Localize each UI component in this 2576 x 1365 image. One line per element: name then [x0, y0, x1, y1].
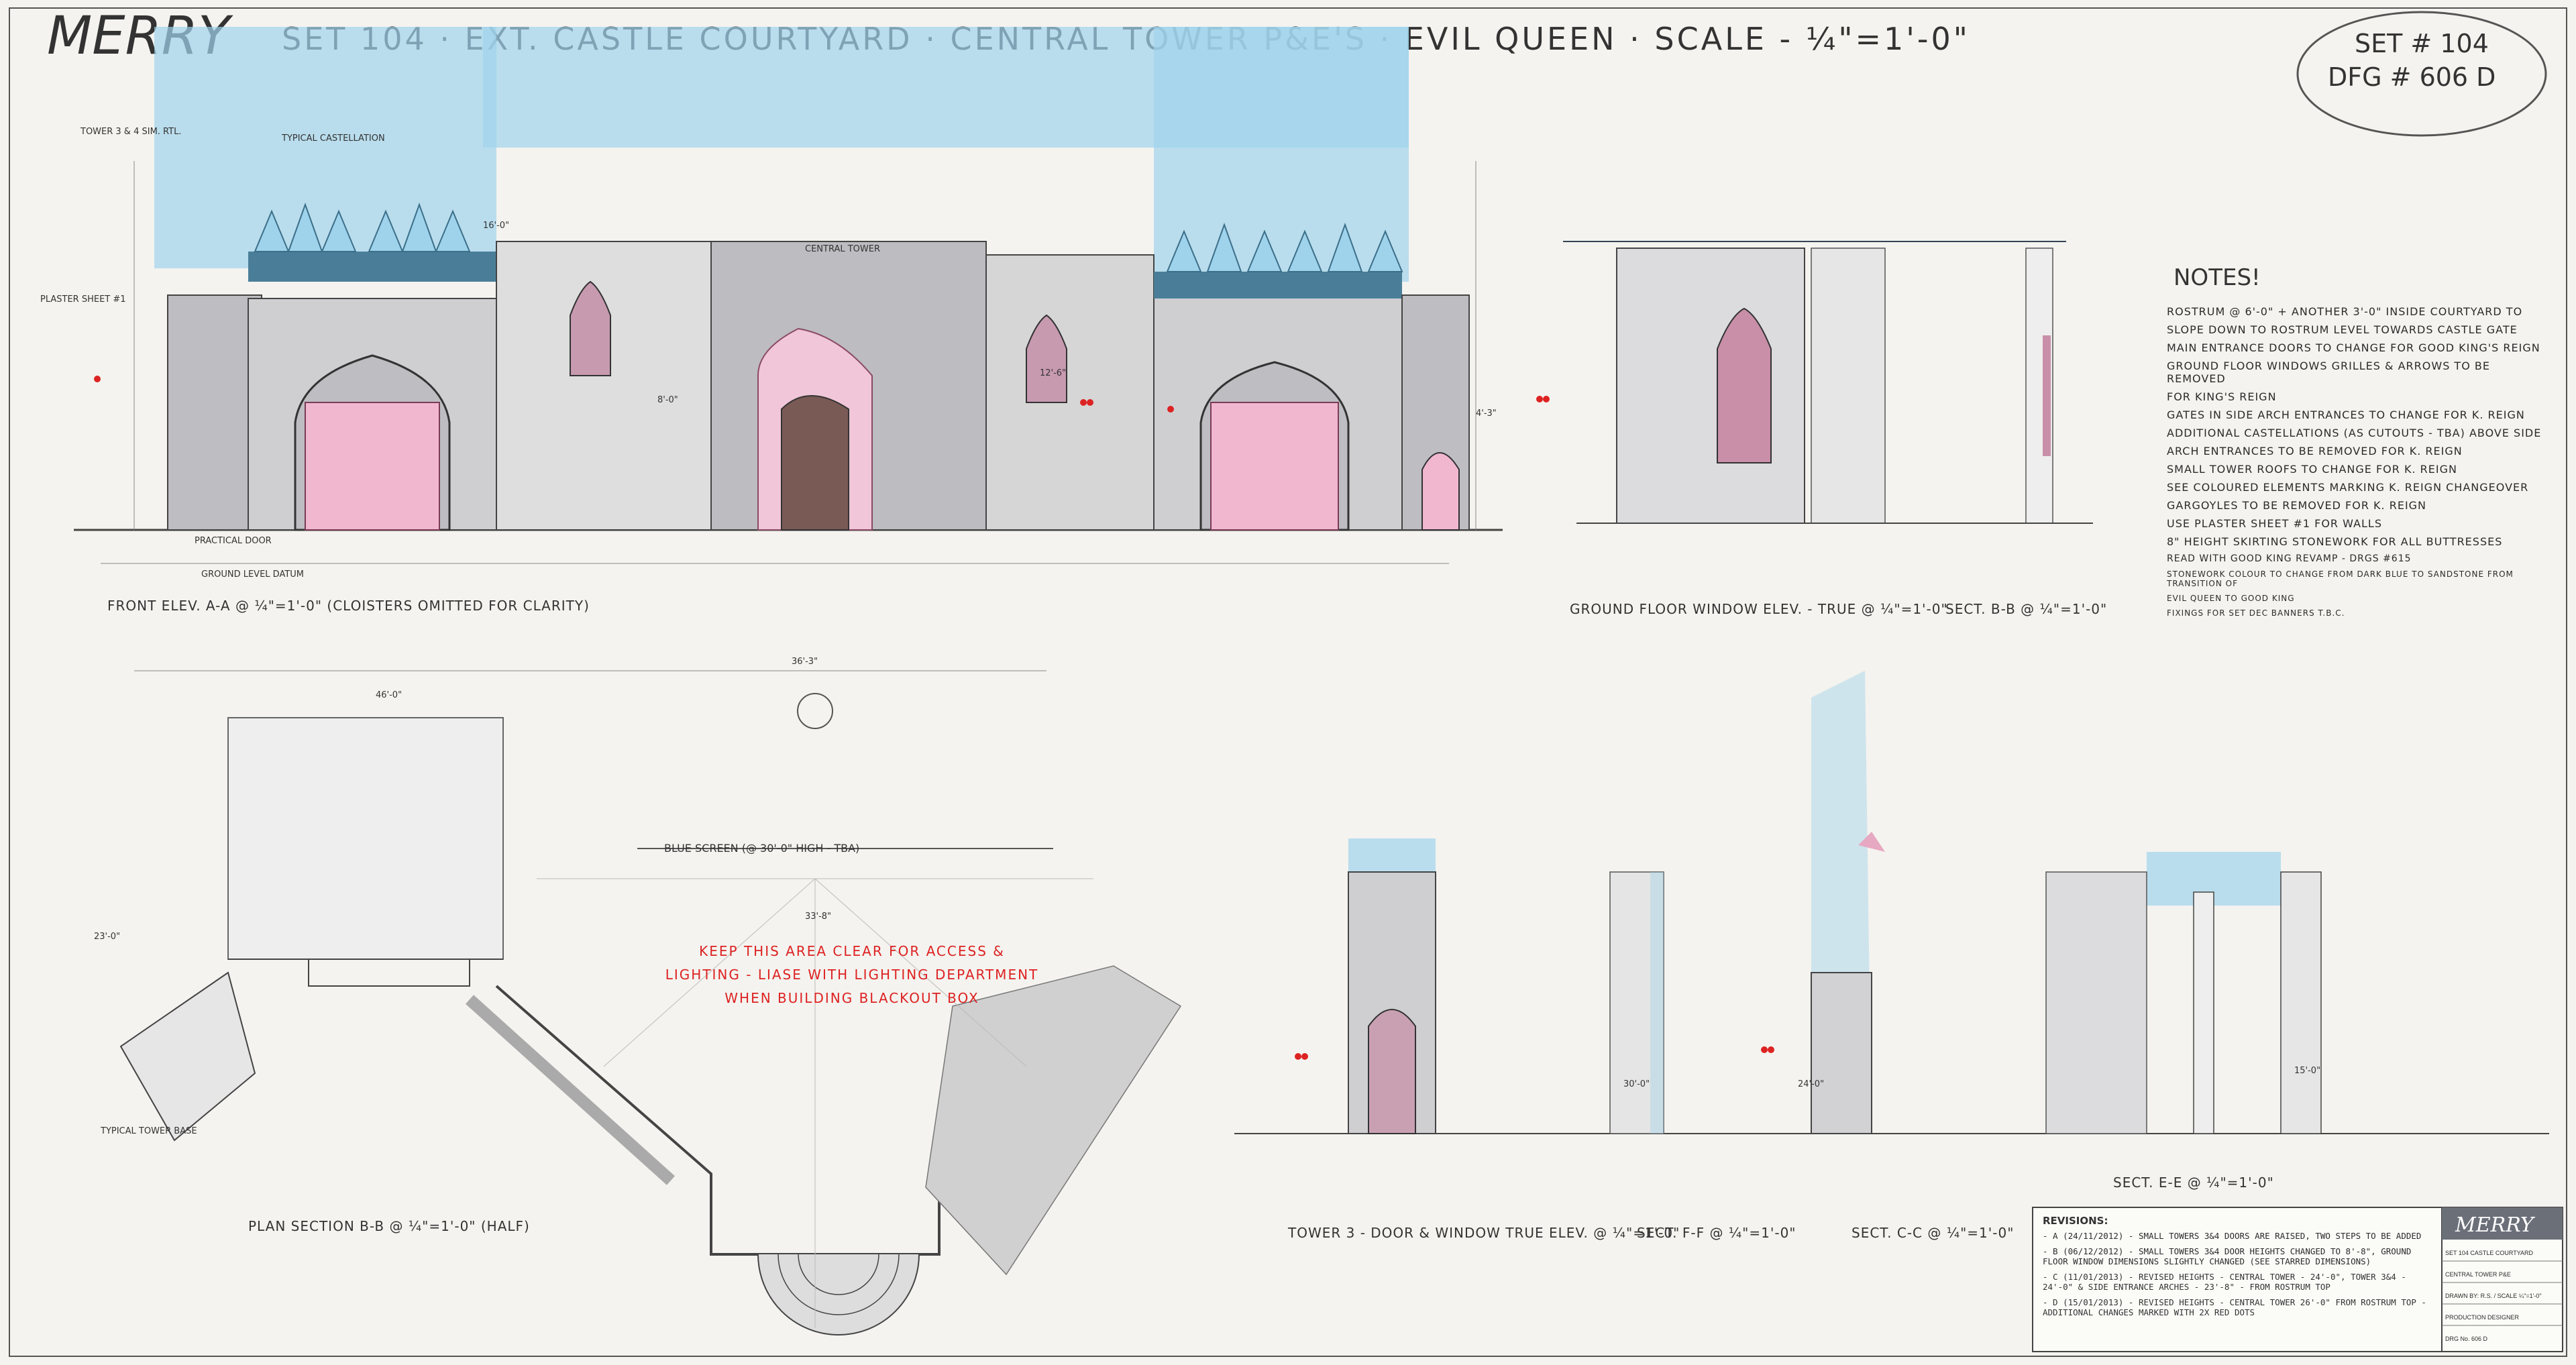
revisions-heading: REVISIONS: — [2043, 1215, 2108, 1227]
note-line: SEE COLOURED ELEMENTS MARKING K. REIGN C… — [2167, 481, 2529, 494]
dim-2: 36'-3" — [792, 657, 818, 667]
dim-5: 12'-6" — [1040, 368, 1066, 378]
front-elevation — [74, 161, 1503, 564]
revision-item: - D (15/01/2013) - REVISED HEIGHTS - CEN… — [2043, 1297, 2426, 1317]
note-line: EVIL QUEEN TO GOOD KING — [2167, 594, 2295, 603]
red-notice: KEEP THIS AREA CLEAR FOR ACCESS & LIGHTI… — [665, 943, 1039, 1006]
front-elev-label: FRONT ELEV. A-A @ ¼"=1'-0" (CLOISTERS OM… — [107, 598, 590, 614]
red-notice-line-3: WHEN BUILDING BLACKOUT BOX — [724, 990, 979, 1006]
callout-practical-door: PRACTICAL DOOR — [195, 536, 272, 546]
note-line: ADDITIONAL CASTELLATIONS (AS CUTOUTS - T… — [2167, 427, 2542, 439]
note-line: MAIN ENTRANCE DOORS TO CHANGE FOR GOOD K… — [2167, 341, 2540, 354]
title-box-row: DRAWN BY: R.S. / SCALE ¼"=1'-0" — [2445, 1293, 2542, 1299]
sect-cc-label: SECT. C-C @ ¼"=1'-0" — [1851, 1225, 2014, 1241]
tower-true-label: TOWER 3 - DOOR & WINDOW TRUE ELEV. @ ¼"=… — [1287, 1225, 1680, 1241]
revisions-box: REVISIONS: — [2032, 1207, 2443, 1352]
plan-section — [119, 670, 1182, 1335]
dim-1: 46'-0" — [376, 690, 402, 700]
notes-heading: NOTES! — [2174, 264, 2261, 291]
note-line: FOR KING'S REIGN — [2167, 390, 2277, 403]
note-line: SMALL TOWER ROOFS TO CHANGE FOR K. REIGN — [2167, 463, 2457, 476]
set-number: SET # 104 — [2355, 29, 2489, 58]
window-elev-label: GROUND FLOOR WINDOW ELEV. - TRUE @ ¼"=1'… — [1570, 601, 1948, 617]
callout-typical-castellation: TYPICAL CASTELLATION — [281, 133, 385, 144]
dim-4: 16'-0" — [483, 221, 509, 231]
title-box-row: CENTRAL TOWER P&E — [2445, 1271, 2511, 1278]
note-line: SLOPE DOWN TO ROSTRUM LEVEL TOWARDS CAST… — [2167, 323, 2518, 336]
dim-8: 15'-0" — [2294, 1066, 2320, 1076]
drawing-number: DFG # 606 D — [2328, 62, 2496, 92]
red-dots-elev — [94, 376, 1550, 413]
title-box-rows: SET 104 CASTLE COURTYARD CENTRAL TOWER P… — [2445, 1242, 2561, 1350]
note-line: GARGOYLES TO BE REMOVED FOR K. REIGN — [2167, 499, 2427, 512]
set-stamp-ring — [2296, 11, 2547, 137]
sect-bb-label: SECT. B-B @ ¼"=1'-0" — [1945, 601, 2107, 617]
note-line: GATES IN SIDE ARCH ENTRANCES TO CHANGE F… — [2167, 408, 2525, 421]
blue-screen-left — [154, 27, 496, 268]
dim-10: 30'-0" — [1623, 1079, 1650, 1089]
title-box-logo: MERRY — [2455, 1213, 2536, 1237]
title-box-row: SET 104 CASTLE COURTYARD — [2445, 1250, 2534, 1256]
callout-tower-34: TOWER 3 & 4 SIM. RTL. — [80, 127, 181, 137]
dim-6: 8'-0" — [657, 395, 678, 405]
dim-7: 4'-3" — [1476, 408, 1497, 419]
title-box-row: PRODUCTION DESIGNER — [2445, 1314, 2520, 1321]
red-notice-line-1: KEEP THIS AREA CLEAR FOR ACCESS & — [699, 943, 1005, 959]
plan-label: PLAN SECTION B-B @ ¼"=1'-0" (HALF) — [248, 1218, 530, 1234]
dim-9: 24'-0" — [1798, 1079, 1824, 1089]
window-elevation — [1563, 241, 2093, 524]
sheet-border — [9, 7, 2567, 1357]
notes-panel: NOTES! — [2174, 264, 2261, 291]
notes-list: ROSTRUM @ 6'-0" + ANOTHER 3'-0" INSIDE C… — [2167, 305, 2542, 623]
revision-item: - A (24/11/2012) - SMALL TOWERS 3&4 DOOR… — [2043, 1231, 2422, 1241]
revision-item: - C (11/01/2013) - REVISED HEIGHTS - CEN… — [2043, 1272, 2406, 1292]
revisions-list: - A (24/11/2012) - SMALL TOWERS 3&4 DOOR… — [2043, 1231, 2435, 1323]
callout-plaster-sheet: PLASTER SHEET #1 — [40, 294, 126, 305]
sect-ff-label: SECT. F-F @ ¼"=1'-0" — [1637, 1225, 1796, 1241]
note-line: STONEWORK COLOUR TO CHANGE FROM DARK BLU… — [2167, 569, 2514, 588]
note-line: ROSTRUM @ 6'-0" + ANOTHER 3'-0" INSIDE C… — [2167, 305, 2523, 318]
note-line: ARCH ENTRANCES TO BE REMOVED FOR K. REIG… — [2167, 445, 2463, 457]
blue-screen-label: BLUE SCREEN (@ 30'-0" HIGH - TBA) — [664, 842, 859, 855]
dimension-labels: 46'-0" 36'-3" 33'-8" 16'-0" 12'-6" 8'-0"… — [94, 221, 2320, 1089]
blue-screen-right — [1154, 27, 1409, 282]
callout-ground-level: GROUND LEVEL DATUM — [201, 569, 304, 580]
title-box-row: DRG No. 606 D — [2445, 1335, 2488, 1342]
callout-central-tower: CENTRAL TOWER — [805, 244, 880, 254]
note-line: USE PLASTER SHEET #1 FOR WALLS — [2167, 517, 2382, 530]
dim-0: 23'-0" — [94, 932, 120, 942]
title-box: MERRY — [2441, 1207, 2563, 1352]
note-line: READ WITH GOOD KING REVAMP - DRGS #615 — [2167, 553, 2412, 564]
callout-tower-base: TYPICAL TOWER BASE — [100, 1126, 197, 1136]
red-notice-line-2: LIGHTING - LIASE WITH LIGHTING DEPARTMEN… — [665, 967, 1039, 983]
section-elevations — [1234, 671, 2549, 1134]
dim-3: 33'-8" — [805, 912, 831, 922]
sect-ee-label: SECT. E-E @ ¼"=1'-0" — [2113, 1175, 2274, 1191]
note-line: 8" HEIGHT SKIRTING STONEWORK FOR ALL BUT… — [2167, 535, 2503, 548]
note-line: FIXINGS FOR SET DEC BANNERS T.B.C. — [2167, 608, 2345, 618]
note-line: GROUND FLOOR WINDOWS GRILLES & ARROWS TO… — [2167, 360, 2490, 385]
revision-item: - B (06/12/2012) - SMALL TOWERS 3&4 DOOR… — [2043, 1246, 2412, 1266]
